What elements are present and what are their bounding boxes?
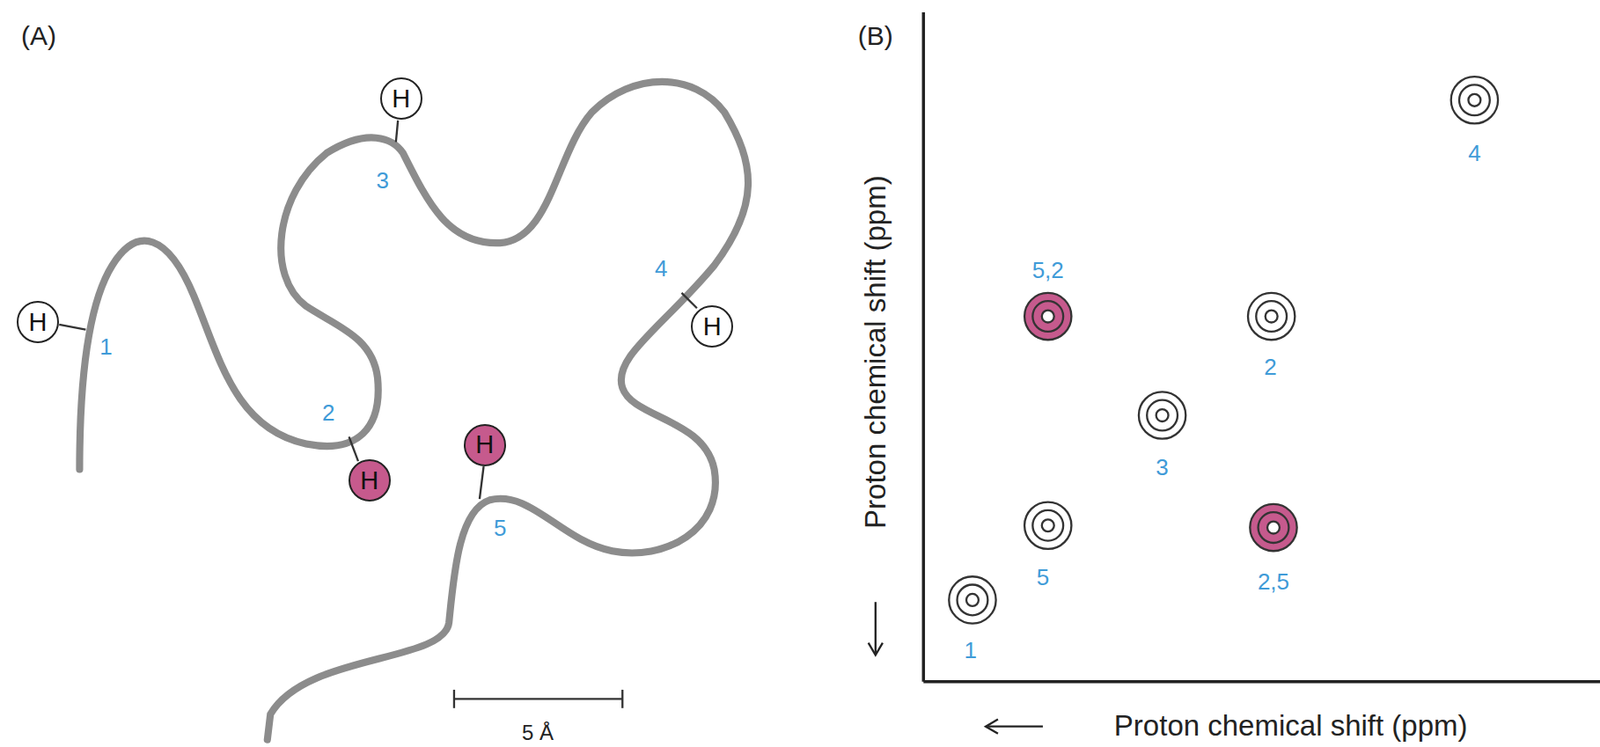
axes xyxy=(923,12,1600,683)
panel-letter: (B) xyxy=(858,21,894,51)
peak-contour xyxy=(1247,293,1295,340)
peak-label: 1 xyxy=(963,638,977,664)
hydrogen-atom: H xyxy=(380,77,423,120)
peak-contour xyxy=(1467,94,1481,107)
peak-label: 5,2 xyxy=(1032,257,1065,284)
peak-contour xyxy=(1267,521,1280,535)
atom-symbol: H xyxy=(703,314,722,340)
hydrogen-atom: H xyxy=(16,300,59,344)
peak-contour xyxy=(957,585,989,617)
peak-label: 5 xyxy=(1036,565,1050,591)
peak-label: 2 xyxy=(1263,354,1277,381)
peak-contour xyxy=(1451,76,1498,124)
peak-label: 4 xyxy=(1467,140,1481,167)
peak-contour xyxy=(1042,310,1055,323)
residue-number: 1 xyxy=(99,334,112,360)
residue-number: 4 xyxy=(654,256,668,282)
peak-contour xyxy=(1255,300,1287,332)
peak-contour xyxy=(1024,502,1072,550)
residue-number: 2 xyxy=(322,400,335,426)
atom-symbol: H xyxy=(391,86,411,112)
nmr-peaks xyxy=(948,76,1498,624)
peak-label: 3 xyxy=(1155,455,1168,481)
residue-number: 5 xyxy=(493,515,507,542)
hydrogen-atom: H xyxy=(348,459,391,502)
axis-label: Proton chemical shift (ppm) xyxy=(1114,710,1468,742)
peak-contour xyxy=(1024,293,1072,340)
atom-symbol: H xyxy=(475,432,494,458)
peak-contour xyxy=(1265,310,1278,323)
peak-contour xyxy=(1146,400,1178,432)
bond-lines xyxy=(58,120,698,500)
hydrogen-atom: H xyxy=(690,305,734,348)
scale-bar xyxy=(454,689,623,709)
peak-contour xyxy=(948,576,996,624)
peak-contour xyxy=(966,594,979,607)
panel-letter: (A) xyxy=(21,21,57,51)
scale-label: 5 Å xyxy=(521,721,554,745)
protein-chain xyxy=(79,81,749,741)
hydrogen-atom: H xyxy=(463,424,507,467)
peak-contour xyxy=(1042,519,1055,532)
peak-contour xyxy=(1032,510,1064,542)
peak-contour xyxy=(1258,512,1290,544)
atom-symbol: H xyxy=(28,309,47,336)
peak-contour xyxy=(1032,300,1064,332)
peak-contour xyxy=(1138,391,1186,439)
peak-contour xyxy=(1249,504,1297,551)
peak-label: 2,5 xyxy=(1257,569,1290,595)
axis-label: Proton chemical shift (ppm) xyxy=(859,175,892,529)
peak-contour xyxy=(1156,409,1169,422)
peak-contour xyxy=(1459,84,1490,116)
residue-number: 3 xyxy=(376,168,389,194)
axis-arrows xyxy=(868,601,1043,734)
atom-symbol: H xyxy=(359,468,379,494)
